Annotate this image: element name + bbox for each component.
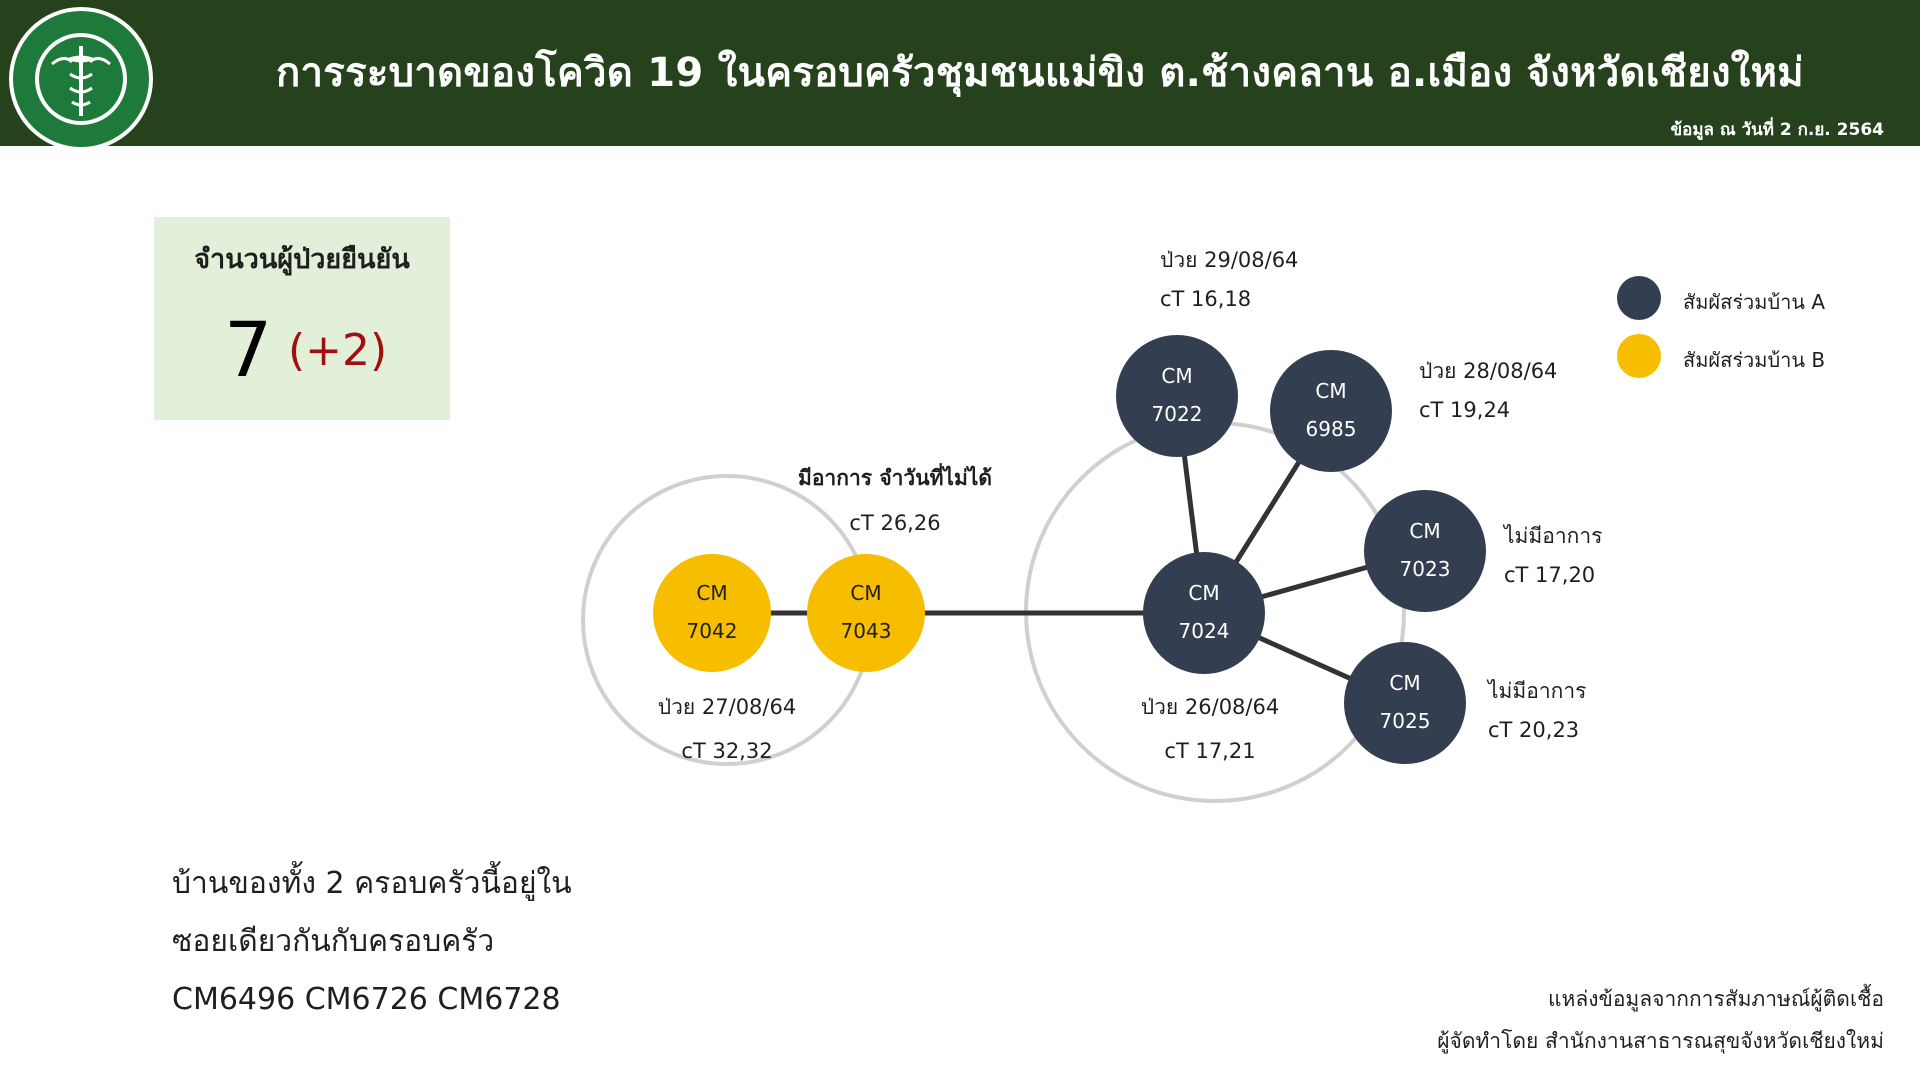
cm7022-ct: cT 16,18 <box>1160 287 1252 311</box>
header-bar: การระบาดของโควิด 19 ในครอบครัวชุมชนแม่ขิ… <box>0 0 1920 151</box>
node-cm7042-line1: CM <box>696 581 727 605</box>
source-line-1: แหล่งข้อมูลจากการสัมภาษณ์ผู้ติดเชื้อ <box>1547 987 1884 1011</box>
source-line-2: ผู้จัดทำโดย สำนักงานสาธารณสุขจังหวัดเชีย… <box>1437 1029 1884 1053</box>
confirmed-count-card: จำนวนผู้ป่วยยืนยัน 7 (+2) <box>154 217 450 420</box>
note-line-3: CM6496 CM6726 CM6728 <box>172 982 561 1017</box>
confirmed-count-delta: (+2) <box>288 325 388 376</box>
cm7023-ct: cT 17,20 <box>1504 563 1596 587</box>
cm7024-ct: cT 17,21 <box>1164 739 1256 763</box>
cm6985-ct: cT 19,24 <box>1419 398 1511 422</box>
node-cm7025-line2: 7025 <box>1380 709 1431 733</box>
node-cm7042-line2: 7042 <box>687 619 738 643</box>
cm7023-status: ไม่มีอาการ <box>1504 524 1603 548</box>
node-cm6985-line2: 6985 <box>1306 417 1357 441</box>
note-line-1: บ้านของทั้ง 2 ครอบครัวนี้อยู่ใน <box>172 866 572 901</box>
node-cm7024-line2: 7024 <box>1179 619 1230 643</box>
cm7024-onset: ป่วย 26/08/64 <box>1140 695 1280 719</box>
ministry-logo <box>9 7 153 151</box>
node-cm7043: CM 7043 <box>807 554 925 672</box>
node-cm7023: CM 7023 <box>1364 490 1486 612</box>
node-cm6985: CM 6985 <box>1270 350 1392 472</box>
node-cm7043-line2: 7043 <box>841 619 892 643</box>
group-b-onset: ป่วย 27/08/64 <box>657 695 797 719</box>
household-note: บ้านของทั้ง 2 ครอบครัวนี้อยู่ใน ซอยเดียว… <box>172 855 572 1029</box>
group-b-ct: cT 32,32 <box>681 739 773 763</box>
confirmed-count-label: จำนวนผู้ป่วยยืนยัน <box>194 244 410 275</box>
legend-label-group-b: สัมผัสร่วมบ้าน B <box>1683 348 1826 372</box>
legend-swatch-group-b <box>1617 334 1661 378</box>
data-date: ข้อมูล ณ วันที่ 2 ก.ย. 2564 <box>1670 120 1884 140</box>
cm7043-status: มีอาการ จำวันที่ไม่ได้ <box>797 466 993 490</box>
node-cm7022-line2: 7022 <box>1152 402 1203 426</box>
confirmed-count-value: 7 <box>224 305 273 394</box>
note-line-2: ซอยเดียวกันกับครอบครัว <box>172 924 495 959</box>
node-cm7022-line1: CM <box>1161 364 1192 388</box>
node-cm7022: CM 7022 <box>1116 335 1238 457</box>
page-title: การระบาดของโควิด 19 ในครอบครัวชุมชนแม่ขิ… <box>276 50 1804 96</box>
cm7043-ct: cT 26,26 <box>849 511 941 535</box>
cm7025-ct: cT 20,23 <box>1488 718 1580 742</box>
node-cm7024: CM 7024 <box>1143 552 1265 674</box>
node-cm7023-line1: CM <box>1409 519 1440 543</box>
cm7025-status: ไม่มีอาการ <box>1488 679 1587 703</box>
node-cm7025-line1: CM <box>1389 671 1420 695</box>
node-cm7024-line1: CM <box>1188 581 1219 605</box>
cm6985-onset: ป่วย 28/08/64 <box>1419 359 1558 383</box>
node-cm7023-line2: 7023 <box>1400 557 1451 581</box>
node-cm6985-line1: CM <box>1315 379 1346 403</box>
legend-label-group-a: สัมผัสร่วมบ้าน A <box>1683 290 1826 314</box>
legend-swatch-group-a <box>1617 276 1661 320</box>
cm7022-onset: ป่วย 29/08/64 <box>1160 248 1299 272</box>
node-cm7042: CM 7042 <box>653 554 771 672</box>
node-cm7025: CM 7025 <box>1344 642 1466 764</box>
source-credit: แหล่งข้อมูลจากการสัมภาษณ์ผู้ติดเชื้อ ผู้… <box>1437 978 1884 1062</box>
node-cm7043-line1: CM <box>850 581 881 605</box>
